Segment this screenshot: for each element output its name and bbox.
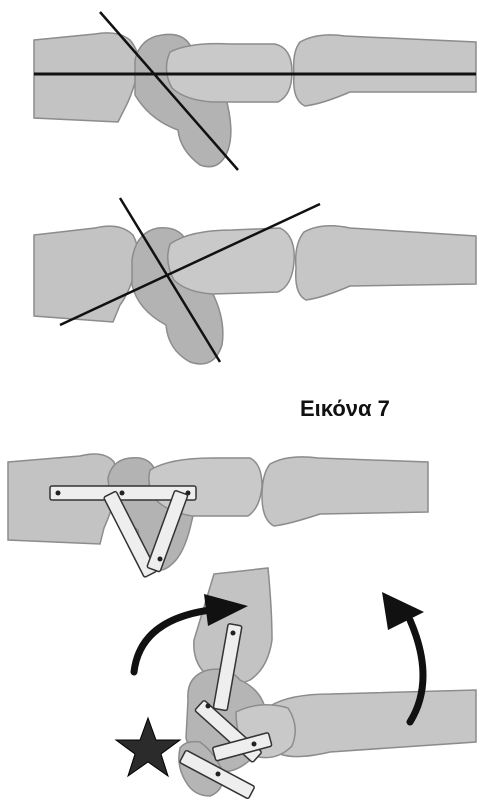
- pivot-pin: [231, 631, 236, 636]
- pivot-pin: [216, 772, 221, 777]
- capitate-bone: [168, 228, 294, 294]
- radius-bone: [34, 33, 139, 122]
- metacarpal-bone: [294, 35, 476, 106]
- metacarpal-bone: [262, 457, 428, 526]
- pivot-pin: [120, 491, 125, 496]
- pivot-pin: [158, 557, 163, 562]
- radius-bone: [34, 226, 138, 322]
- arrowhead-up-icon: [382, 592, 424, 630]
- panel-middle: [34, 198, 476, 364]
- pivot-pin: [186, 491, 191, 496]
- figure-caption: Εικόνα 7: [300, 396, 390, 421]
- star-icon: [116, 718, 180, 776]
- pivot-pin: [56, 491, 61, 496]
- panel-rotated: [116, 568, 476, 799]
- pivot-pin: [206, 704, 211, 709]
- metacarpal-bone: [296, 226, 476, 300]
- panel-brace: [8, 454, 428, 578]
- panel-top: [34, 12, 476, 170]
- pivot-pin: [252, 742, 257, 747]
